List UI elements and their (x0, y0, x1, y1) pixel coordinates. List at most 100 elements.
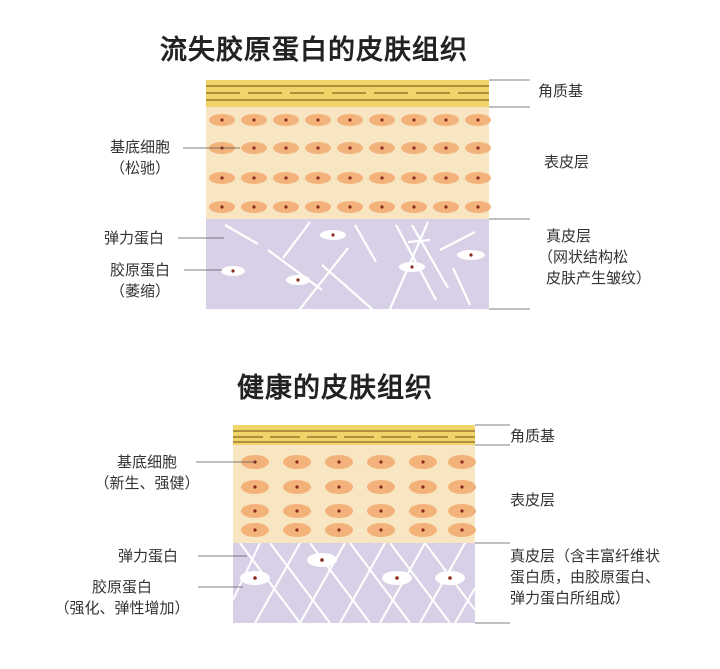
top-stratum-corneum-lines (206, 85, 489, 101)
bottom-basal-cells (241, 455, 476, 537)
top-basal-cell-nucleus (284, 176, 288, 180)
top-label-epidermis: 表皮层 (544, 153, 590, 171)
bottom-collagen-cells (240, 553, 465, 585)
top-basal-cell-nucleus (316, 176, 320, 180)
bottom-epidermis-layer (233, 445, 475, 543)
bottom-basal-cell-nucleus (337, 460, 341, 464)
top-basal-cell-nucleus (380, 176, 384, 180)
top-collagen-cells (221, 230, 485, 285)
top-label-dermis: 真皮层 （网状结构松 皮肤产生皱纹） (538, 226, 651, 289)
top-label-elastin: 弹力蛋白 (104, 229, 165, 247)
top-dermis-layer (206, 219, 489, 309)
top-basal-cell-nucleus (252, 205, 256, 209)
top-basal-cells (209, 114, 491, 213)
top-basal-cell-nucleus (252, 118, 256, 122)
top-basal-cell-nucleus (316, 205, 320, 209)
bottom-basal-cell-nucleus (295, 509, 299, 513)
top-basal-cell-nucleus (348, 176, 352, 180)
top-label-stratum-corneum: 角质基 (538, 82, 584, 100)
bottom-label-dermis: 真皮层（含丰富纤维状 蛋白质，由胶原蛋白、 弹力蛋白所组成） (510, 546, 660, 609)
top-basal-cell-nucleus (348, 205, 352, 209)
bottom-label-collagen-name: 胶原蛋白 (91, 578, 152, 596)
bottom-basal-cell-nucleus (337, 485, 341, 489)
top-basal-cell-nucleus (412, 118, 416, 122)
bottom-label-basal-cell: 基底细胞 （新生、强健） (88, 452, 206, 494)
bottom-basal-cell-nucleus (460, 460, 464, 464)
top-basal-cell-nucleus (380, 118, 384, 122)
bottom-basal-cell-nucleus (421, 528, 425, 532)
top-label-collagen-note: （萎缩） (109, 282, 170, 300)
top-basal-cell-nucleus (220, 118, 224, 122)
top-basal-cell-nucleus (348, 118, 352, 122)
top-basal-cell-nucleus (412, 146, 416, 150)
bottom-basal-cell-nucleus (295, 460, 299, 464)
bottom-diagram-title: 健康的皮肤组织 (237, 373, 433, 404)
top-label-basal-cell: 基底细胞 （松驰） (95, 137, 185, 179)
top-basal-cell-nucleus (252, 176, 256, 180)
bottom-basal-cell-nucleus (379, 528, 383, 532)
top-diagram-title: 流失胶原蛋白的皮肤组织 (160, 35, 468, 66)
top-basal-cell-nucleus (380, 205, 384, 209)
top-label-collagen: 胶原蛋白 （萎缩） (95, 260, 185, 302)
bottom-label-dermis-line1: 真皮层（含丰富纤维状 (510, 547, 661, 565)
bottom-basal-cell-nucleus (379, 509, 383, 513)
top-basal-cell-nucleus (412, 176, 416, 180)
top-label-basal-cell-note: （松驰） (109, 159, 170, 177)
bottom-label-collagen: 胶原蛋白 （强化、弹性增加） (46, 577, 198, 619)
bottom-label-basal-cell-note: （新生、强健） (94, 474, 200, 492)
bottom-basal-cell-nucleus (295, 528, 299, 532)
bottom-basal-cell-nucleus (421, 460, 425, 464)
top-basal-cell-nucleus (316, 146, 320, 150)
bottom-basal-cell-nucleus (253, 485, 257, 489)
top-basal-cell-nucleus (380, 146, 384, 150)
top-basal-cell-nucleus (444, 205, 448, 209)
bottom-label-dermis-line2: 蛋白质，由胶原蛋白、 (510, 568, 661, 586)
top-leader-lines (178, 79, 530, 310)
top-basal-cell-nucleus (284, 146, 288, 150)
bottom-basal-cell-nucleus (337, 528, 341, 532)
bottom-label-epidermis: 表皮层 (510, 491, 556, 509)
top-basal-cell-nucleus (444, 146, 448, 150)
top-basal-cell-nucleus (316, 118, 320, 122)
top-label-collagen-name: 胶原蛋白 (109, 261, 170, 279)
top-label-basal-cell-name: 基底细胞 (109, 138, 170, 156)
bottom-label-collagen-note: （强化、弹性增加） (54, 599, 190, 617)
bottom-basal-cell-nucleus (460, 528, 464, 532)
bottom-label-elastin: 弹力蛋白 (118, 547, 179, 565)
top-basal-cell-nucleus (220, 205, 224, 209)
top-basal-cell-nucleus (444, 118, 448, 122)
bottom-basal-cell-nucleus (253, 528, 257, 532)
bottom-label-basal-cell-name: 基底细胞 (116, 453, 177, 471)
top-basal-cell-nucleus (220, 176, 224, 180)
top-basal-cell-nucleus (252, 146, 256, 150)
bottom-basal-cell-nucleus (379, 460, 383, 464)
bottom-basal-cell-nucleus (421, 485, 425, 489)
top-label-dermis-line2: （网状结构松 (538, 248, 629, 266)
top-basal-cell-nucleus (476, 146, 480, 150)
top-basal-cell-nucleus (284, 205, 288, 209)
bottom-stratum-corneum-layer (233, 425, 475, 445)
bottom-skin-cross-section (196, 424, 510, 624)
top-skin-cross-section (178, 79, 530, 310)
bottom-basal-cell-nucleus (253, 509, 257, 513)
top-label-dermis-line1: 真皮层 (546, 227, 592, 245)
bottom-basal-cell-nucleus (421, 509, 425, 513)
top-basal-cell-nucleus (476, 176, 480, 180)
top-basal-cell-nucleus (348, 146, 352, 150)
bottom-basal-cell-nucleus (379, 485, 383, 489)
top-basal-cell-nucleus (412, 205, 416, 209)
top-basal-cell-nucleus (476, 118, 480, 122)
bottom-basal-cell-nucleus (337, 509, 341, 513)
bottom-stratum-corneum-lines (233, 430, 475, 443)
top-basal-cell-nucleus (284, 118, 288, 122)
bottom-basal-cell-nucleus (460, 485, 464, 489)
bottom-label-stratum-corneum: 角质基 (510, 427, 556, 445)
bottom-leader-lines (196, 424, 510, 624)
top-label-dermis-line3: 皮肤产生皱纹） (546, 269, 652, 287)
top-stratum-corneum-layer (206, 80, 489, 107)
bottom-basal-cell-nucleus (295, 485, 299, 489)
top-elastin-fibers (224, 221, 476, 309)
top-basal-cell-nucleus (476, 205, 480, 209)
bottom-label-dermis-line3: 弹力蛋白所组成） (510, 589, 631, 607)
